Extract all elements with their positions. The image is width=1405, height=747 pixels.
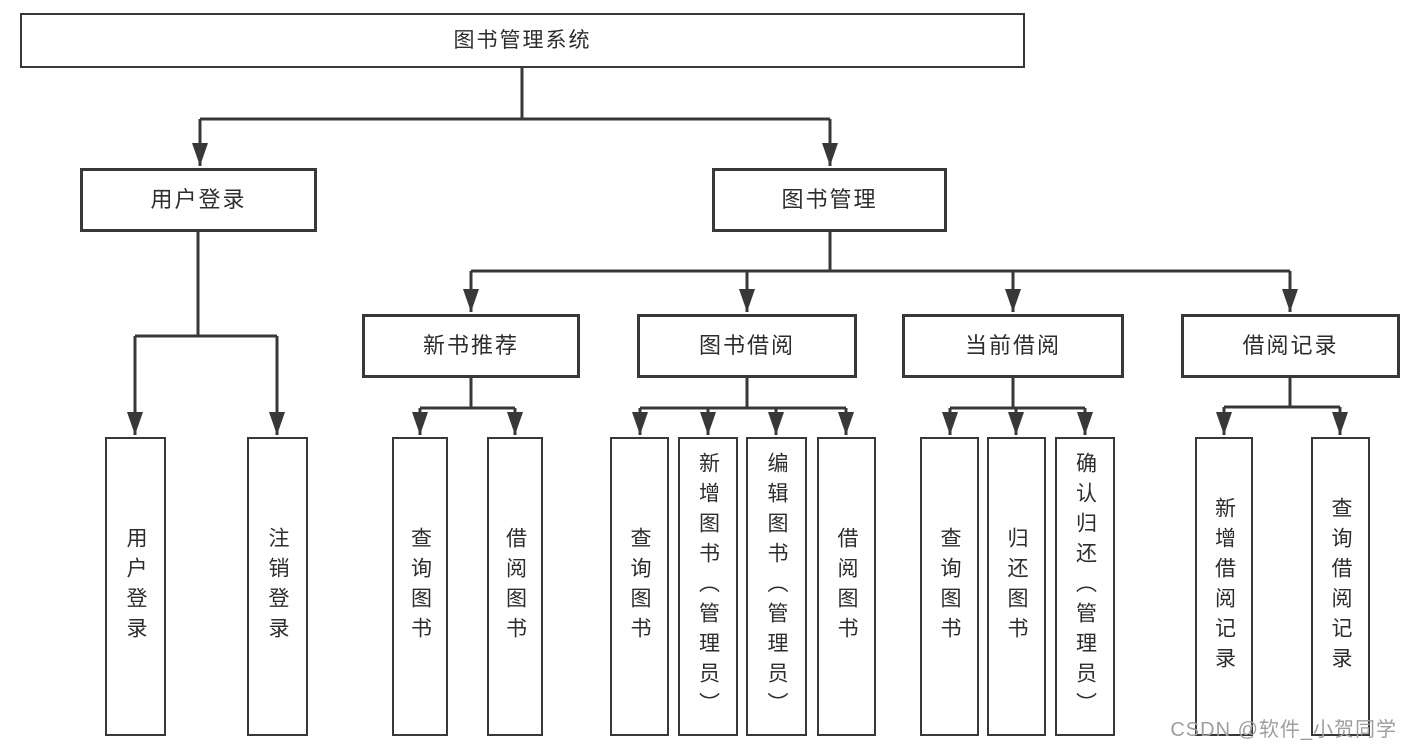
node-label: 借阅图书: [503, 526, 527, 647]
node-label: 图书管理: [781, 187, 878, 212]
node-label: 当前借阅: [964, 333, 1061, 358]
node-label: 注销登录: [266, 526, 289, 647]
leaf-nb-query-books: 查询图书: [392, 437, 448, 736]
node-label: 新增借阅记录: [1212, 496, 1236, 677]
edge-book-mgmt-to-level3: [463, 232, 1298, 312]
node-current-borrow: 当前借阅: [902, 314, 1124, 378]
node-label: 用户登录: [124, 526, 147, 647]
leaf-user-login: 用户登录: [105, 437, 166, 736]
node-book-management: 图书管理: [712, 168, 947, 232]
node-label: 归还图书: [1005, 526, 1028, 647]
node-label: 借阅图书: [835, 526, 858, 647]
node-label: 图书管理系统: [453, 29, 592, 52]
node-user-login: 用户登录: [80, 168, 317, 232]
leaf-br-query-record: 查询借阅记录: [1311, 437, 1370, 736]
edge-root-to-level2: [192, 68, 838, 166]
node-new-book-recommend: 新书推荐: [362, 314, 580, 378]
csdn-watermark: CSDN @软件_小贺同学: [1170, 719, 1397, 741]
node-label: 查询借阅记录: [1329, 496, 1352, 677]
edge-new-book-rec-to-leaves: [412, 378, 523, 435]
node-book-borrow: 图书借阅: [637, 314, 857, 378]
edge-user-login-to-leaves: [127, 232, 285, 435]
node-label: 图书借阅: [698, 333, 795, 358]
leaf-bb-query-books: 查询图书: [610, 437, 669, 736]
leaf-cb-query-books: 查询图书: [920, 437, 979, 736]
leaf-bb-borrow-books: 借阅图书: [817, 437, 876, 736]
edge-book-borrow-to-leaves: [632, 378, 854, 435]
node-label: 用户登录: [150, 187, 247, 212]
leaf-logout-login: 注销登录: [247, 437, 308, 736]
leaf-bb-add-books-admin: 新增图书（管理员）: [678, 437, 738, 736]
leaf-cb-return-books: 归还图书: [987, 437, 1046, 736]
node-label: 确认归还（管理员）: [1073, 451, 1097, 722]
node-borrow-records: 借阅记录: [1181, 314, 1400, 378]
node-label: 编辑图书（管理员）: [765, 451, 788, 722]
node-label: 新书推荐: [422, 333, 519, 358]
node-label: 查询图书: [628, 526, 651, 647]
node-label: 借阅记录: [1242, 333, 1339, 358]
leaf-nb-borrow-books: 借阅图书: [487, 437, 543, 736]
edge-borrow-records-to-leaves: [1216, 378, 1348, 435]
leaf-cb-confirm-return-admin: 确认归还（管理员）: [1055, 437, 1115, 736]
edge-current-borrow-to-leaves: [942, 378, 1093, 435]
node-label: 查询图书: [938, 526, 961, 647]
node-root-library-system: 图书管理系统: [20, 13, 1025, 68]
leaf-br-add-record: 新增借阅记录: [1195, 437, 1253, 736]
node-label: 查询图书: [408, 526, 432, 647]
leaf-bb-edit-books-admin: 编辑图书（管理员）: [746, 437, 807, 736]
node-label: 新增图书（管理员）: [696, 451, 720, 722]
